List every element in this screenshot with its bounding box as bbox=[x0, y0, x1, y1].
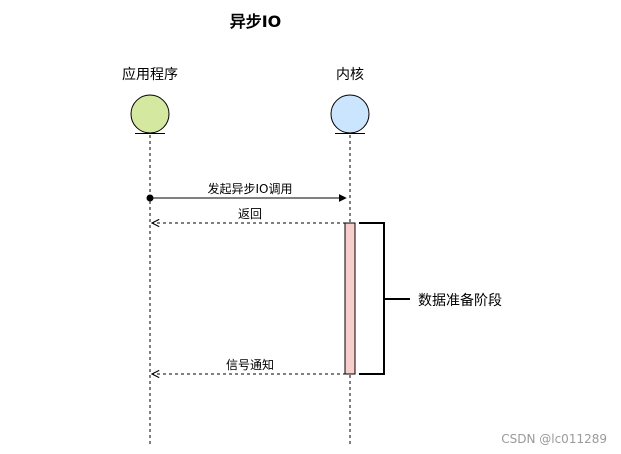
message-signal-label: 信号通知 bbox=[225, 358, 274, 372]
diagram-title: 异步IO bbox=[229, 12, 282, 31]
actor-app-label: 应用程序 bbox=[122, 67, 178, 83]
watermark: CSDN @lc011289 bbox=[501, 432, 607, 446]
actor-kernel-label: 内核 bbox=[336, 67, 364, 83]
phase-bracket bbox=[359, 222, 385, 375]
kernel-activation-bar bbox=[344, 222, 356, 375]
actor-app-circle bbox=[130, 94, 170, 134]
message-return-label: 返回 bbox=[237, 207, 262, 221]
message-async-io-call-label: 发起异步IO调用 bbox=[207, 182, 293, 196]
message-start-dot bbox=[146, 194, 154, 202]
actor-kernel-circle bbox=[330, 94, 370, 134]
phase-label: 数据准备阶段 bbox=[418, 293, 502, 309]
